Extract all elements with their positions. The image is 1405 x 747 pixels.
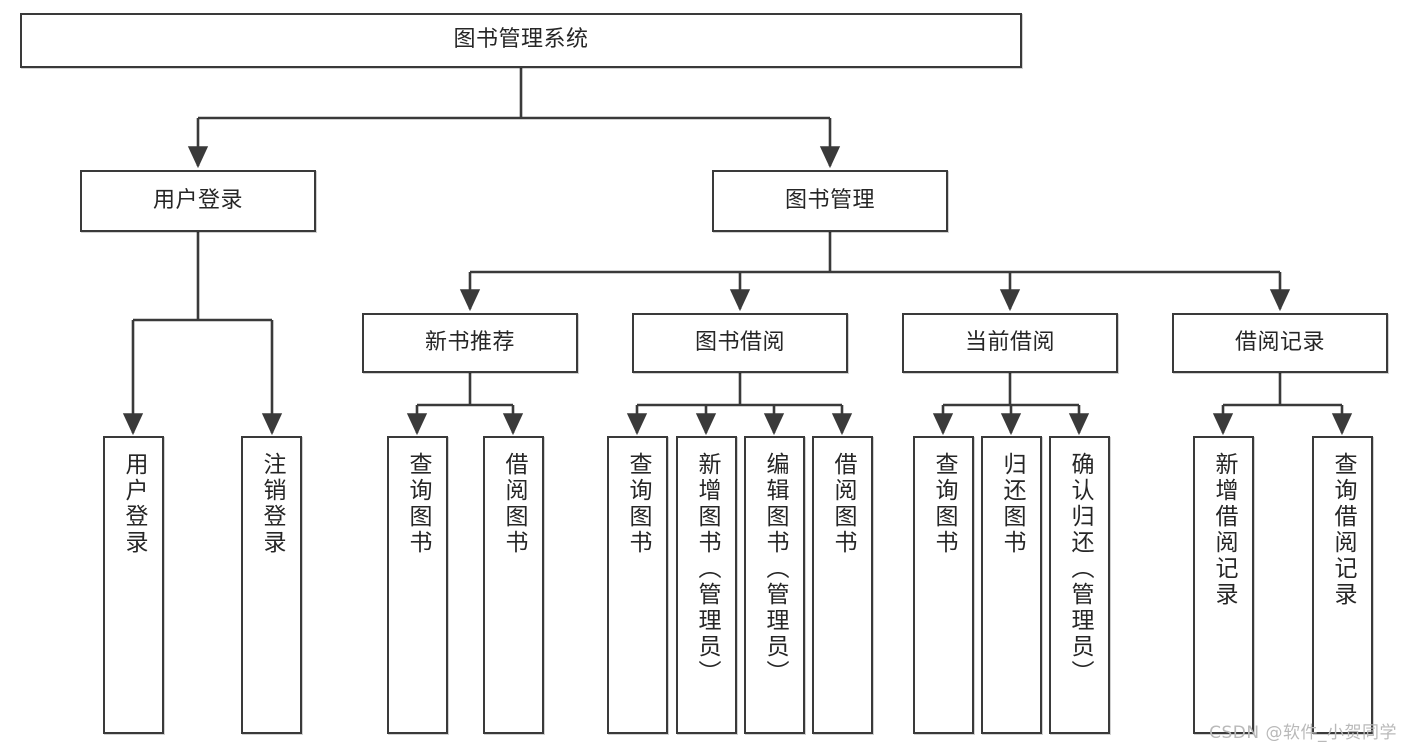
node-current-borrow-label: 当前借阅 xyxy=(964,329,1055,355)
node-user-login-label: 用户登录 xyxy=(152,187,243,213)
node-leaf-book-borrow-1[interactable]: 新增图书（管理员） xyxy=(676,436,737,734)
node-user-login[interactable]: 用户登录 xyxy=(80,170,316,232)
node-leaf-current-borrow-2[interactable]: 确认归还（管理员） xyxy=(1049,436,1110,734)
node-leaf-new-book-recommend-0[interactable]: 查询图书 xyxy=(387,436,448,734)
node-new-book-recommend[interactable]: 新书推荐 xyxy=(362,313,578,373)
node-root-label: 图书管理系统 xyxy=(453,27,589,53)
node-leaf-borrow-record-0[interactable]: 新增借阅记录 xyxy=(1193,436,1254,734)
node-leaf-label: 新增借阅记录 xyxy=(1211,452,1237,608)
node-borrow-record[interactable]: 借阅记录 xyxy=(1172,313,1388,373)
node-root[interactable]: 图书管理系统 xyxy=(20,13,1022,68)
node-leaf-borrow-record-1[interactable]: 查询借阅记录 xyxy=(1312,436,1373,734)
node-leaf-label: 借阅图书 xyxy=(830,452,856,556)
node-leaf-label: 注销登录 xyxy=(259,452,285,556)
node-leaf-book-borrow-0[interactable]: 查询图书 xyxy=(607,436,668,734)
node-leaf-label: 新增图书（管理员） xyxy=(694,452,720,686)
node-book-borrow[interactable]: 图书借阅 xyxy=(632,313,848,373)
node-leaf-user-login-0[interactable]: 用户登录 xyxy=(103,436,164,734)
node-book-borrow-label: 图书借阅 xyxy=(694,329,785,355)
node-book-manage[interactable]: 图书管理 xyxy=(712,170,948,232)
node-leaf-label: 确认归还（管理员） xyxy=(1067,452,1093,686)
node-current-borrow[interactable]: 当前借阅 xyxy=(902,313,1118,373)
node-leaf-label: 归还图书 xyxy=(999,452,1025,556)
node-leaf-user-login-1[interactable]: 注销登录 xyxy=(241,436,302,734)
node-leaf-label: 查询图书 xyxy=(405,452,431,556)
node-leaf-current-borrow-1[interactable]: 归还图书 xyxy=(981,436,1042,734)
node-leaf-label: 查询借阅记录 xyxy=(1330,452,1356,608)
node-leaf-label: 用户登录 xyxy=(121,452,147,556)
node-leaf-label: 借阅图书 xyxy=(501,452,527,556)
node-book-manage-label: 图书管理 xyxy=(784,187,875,213)
node-leaf-book-borrow-2[interactable]: 编辑图书（管理员） xyxy=(744,436,805,734)
node-leaf-current-borrow-0[interactable]: 查询图书 xyxy=(913,436,974,734)
node-leaf-book-borrow-3[interactable]: 借阅图书 xyxy=(812,436,873,734)
node-leaf-new-book-recommend-1[interactable]: 借阅图书 xyxy=(483,436,544,734)
node-leaf-label: 查询图书 xyxy=(625,452,651,556)
node-new-book-recommend-label: 新书推荐 xyxy=(424,329,515,355)
node-leaf-label: 查询图书 xyxy=(931,452,957,556)
node-borrow-record-label: 借阅记录 xyxy=(1234,329,1325,355)
node-leaf-label: 编辑图书（管理员） xyxy=(762,452,788,686)
